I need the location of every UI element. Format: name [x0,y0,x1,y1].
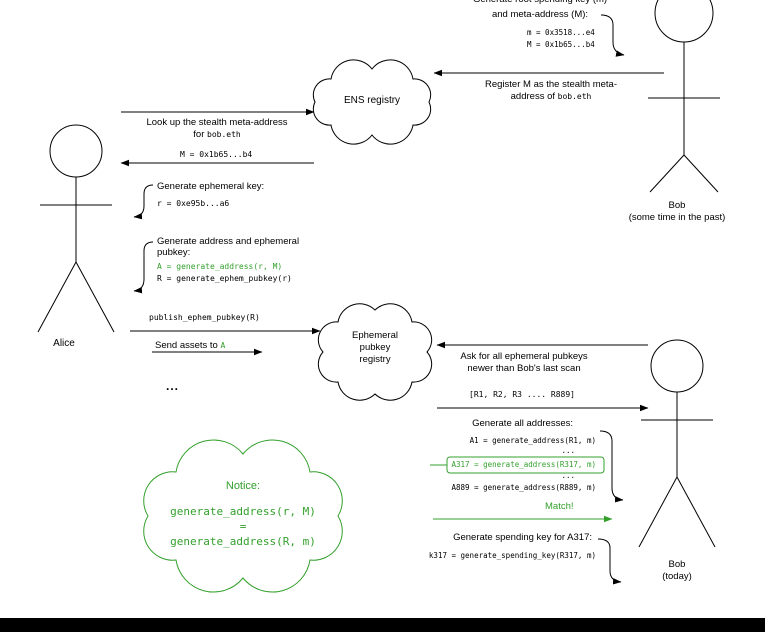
publish-code: publish_ephem_pubkey(R) [149,313,260,322]
notice-code-bottom: generate_address(R, m) [170,535,316,548]
lookup-label-line2: for bob.eth [193,129,240,140]
ens-cloud-label: ENS registry [343,95,401,106]
register-label-line2: address of bob.eth [511,91,592,102]
a317-highlight-box [446,456,605,474]
bob-past-figure [648,0,720,193]
code-a317: A317 = generate_address(R317, m) [451,460,597,469]
lookup-label-line1: Look up the stealth meta-address [146,117,288,128]
alice-ephemeral-loop-arrow [133,184,154,220]
bob-keygen-caption-clipped: Generate root spending key (m) [473,0,607,5]
bob-today-subtitle: (today) [662,571,692,582]
bob-past-head [654,0,714,43]
spend-key-caption: Generate spending key for A317: [453,532,592,543]
alice-label: Alice [53,338,75,349]
ens-registry-cloud [312,59,432,145]
lookup-ens-name: bob.eth [207,130,241,139]
spend-key-code: k317 = generate_spending_key(R317, m) [428,551,596,560]
notice-title: Notice: [225,480,261,492]
bob-today-leg-left [638,476,678,548]
ephemeral-cloud-label-line3: registry [359,354,391,365]
bob-keygen-caption: and meta-address (M): [491,9,589,20]
ephemeral-registry-cloud [317,303,433,401]
ephemeral-cloud-label-line2: pubkey [359,342,391,353]
ask-label-line1: Ask for all ephemeral pubkeys [460,351,588,362]
bottom-bar [0,618,765,632]
code-dots-1: ... [561,446,575,455]
bob-spendkey-loop-arrow [597,538,622,585]
address-caption-line1: Generate address and ephemeral [157,236,300,247]
send-assets-prefix: Send assets to [155,340,221,351]
address-code-green: A = generate_address(r, M) [157,262,283,271]
register-ens-name: bob.eth [557,92,592,101]
ephemeral-cloud-label-line1: Ephemeral [352,330,398,341]
bob-past-name: Bob [668,200,686,211]
bob-today-leg-right [676,476,716,548]
register-label-line2-prefix: address of [510,91,558,102]
bob-generate-loop-arrow [599,430,624,503]
bob-today-name: Bob [668,559,686,570]
bob-today-head [650,339,704,393]
alice-leg-left [37,261,77,333]
ephemeral-key-caption: Generate ephemeral key: [157,181,265,192]
alice-head [49,124,103,178]
notice-cloud [143,439,343,593]
lookup-label-line2-prefix: for [193,129,208,140]
alice-address-loop-arrow [133,241,154,294]
ephemeral-key-code: r = 0xe95b...a6 [157,199,230,208]
register-label-line1: Register M as the stealth meta- [485,79,617,90]
code-dots-2: ... [561,471,575,480]
bob-keygen-loop-arrow [600,14,625,57]
notice-equals: = [239,520,247,533]
alice-leg-right [75,261,115,333]
bob-past-leg-left [649,154,685,193]
code-a889: A889 = generate_address(R889, m) [451,483,597,492]
alice-figure [37,124,115,333]
code-a1: A1 = generate_address(R1, m) [469,436,596,445]
address-code: R = generate_ephem_pubkey(r) [157,274,292,283]
generate-addresses-caption: Generate all addresses: [472,418,573,429]
alice-flow-ellipsis: ... [166,379,180,393]
bob-past-leg-right [683,154,719,193]
ask-label-line2: newer than Bob's last scan [467,363,581,374]
match-label: Match! [545,501,574,512]
bob-keygen-code-m: m = 0x3518...e4 [527,28,595,37]
send-assets-target: A [220,341,226,350]
address-caption-line2: pubkey: [157,247,191,258]
pubkeys-reply-code: [R1, R2, R3 .... R889] [469,390,575,399]
bob-keygen-code-meta: M = 0x1b65...b4 [527,40,595,49]
bob-past-subtitle: (some time in the past) [628,212,726,223]
notice-code-top: generate_address(r, M) [170,505,316,518]
lookup-reply-code: M = 0x1b65...b4 [180,150,253,159]
bob-today-figure [638,339,716,548]
send-assets-label: Send assets to A [155,340,225,351]
